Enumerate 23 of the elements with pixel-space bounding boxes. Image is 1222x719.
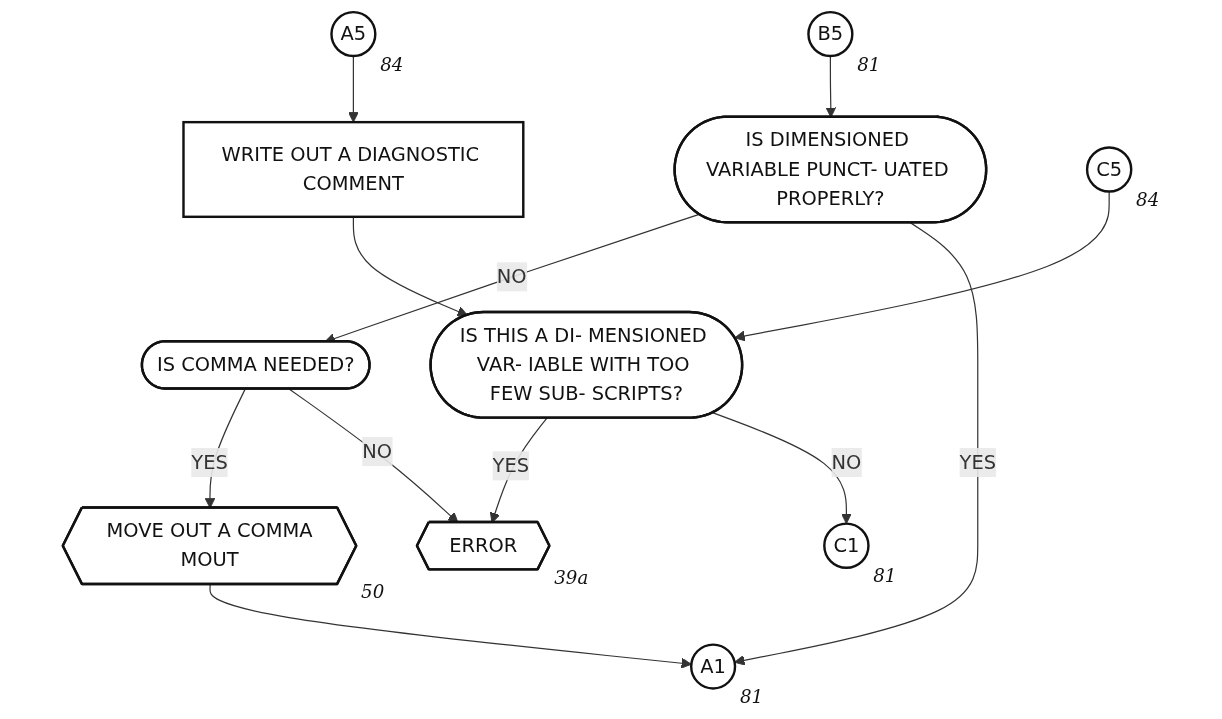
arrow <box>209 583 692 669</box>
page-reference: 84 <box>380 53 404 75</box>
edge-label: YES <box>959 450 996 474</box>
page-reference: 81 <box>857 53 881 75</box>
edge-label: NO <box>496 264 527 288</box>
edge-label: NO <box>831 450 862 474</box>
page-reference: 84 <box>1136 189 1160 211</box>
arrow <box>348 55 359 123</box>
edge-label: NO <box>362 439 393 463</box>
edge-label: YES <box>492 453 530 477</box>
page-reference: 50 <box>361 581 385 603</box>
node-circle <box>690 643 737 690</box>
node-circle <box>330 10 377 58</box>
page-reference: 81 <box>739 686 764 707</box>
arrow <box>734 222 979 666</box>
node-circle <box>823 522 870 569</box>
node-box <box>182 120 525 219</box>
node-circle <box>807 10 854 58</box>
node-circle <box>1085 146 1133 193</box>
page-reference: 39a <box>554 566 589 588</box>
arrow <box>352 216 468 317</box>
page-reference: 81 <box>873 565 897 587</box>
edge-label: YES <box>191 450 228 474</box>
